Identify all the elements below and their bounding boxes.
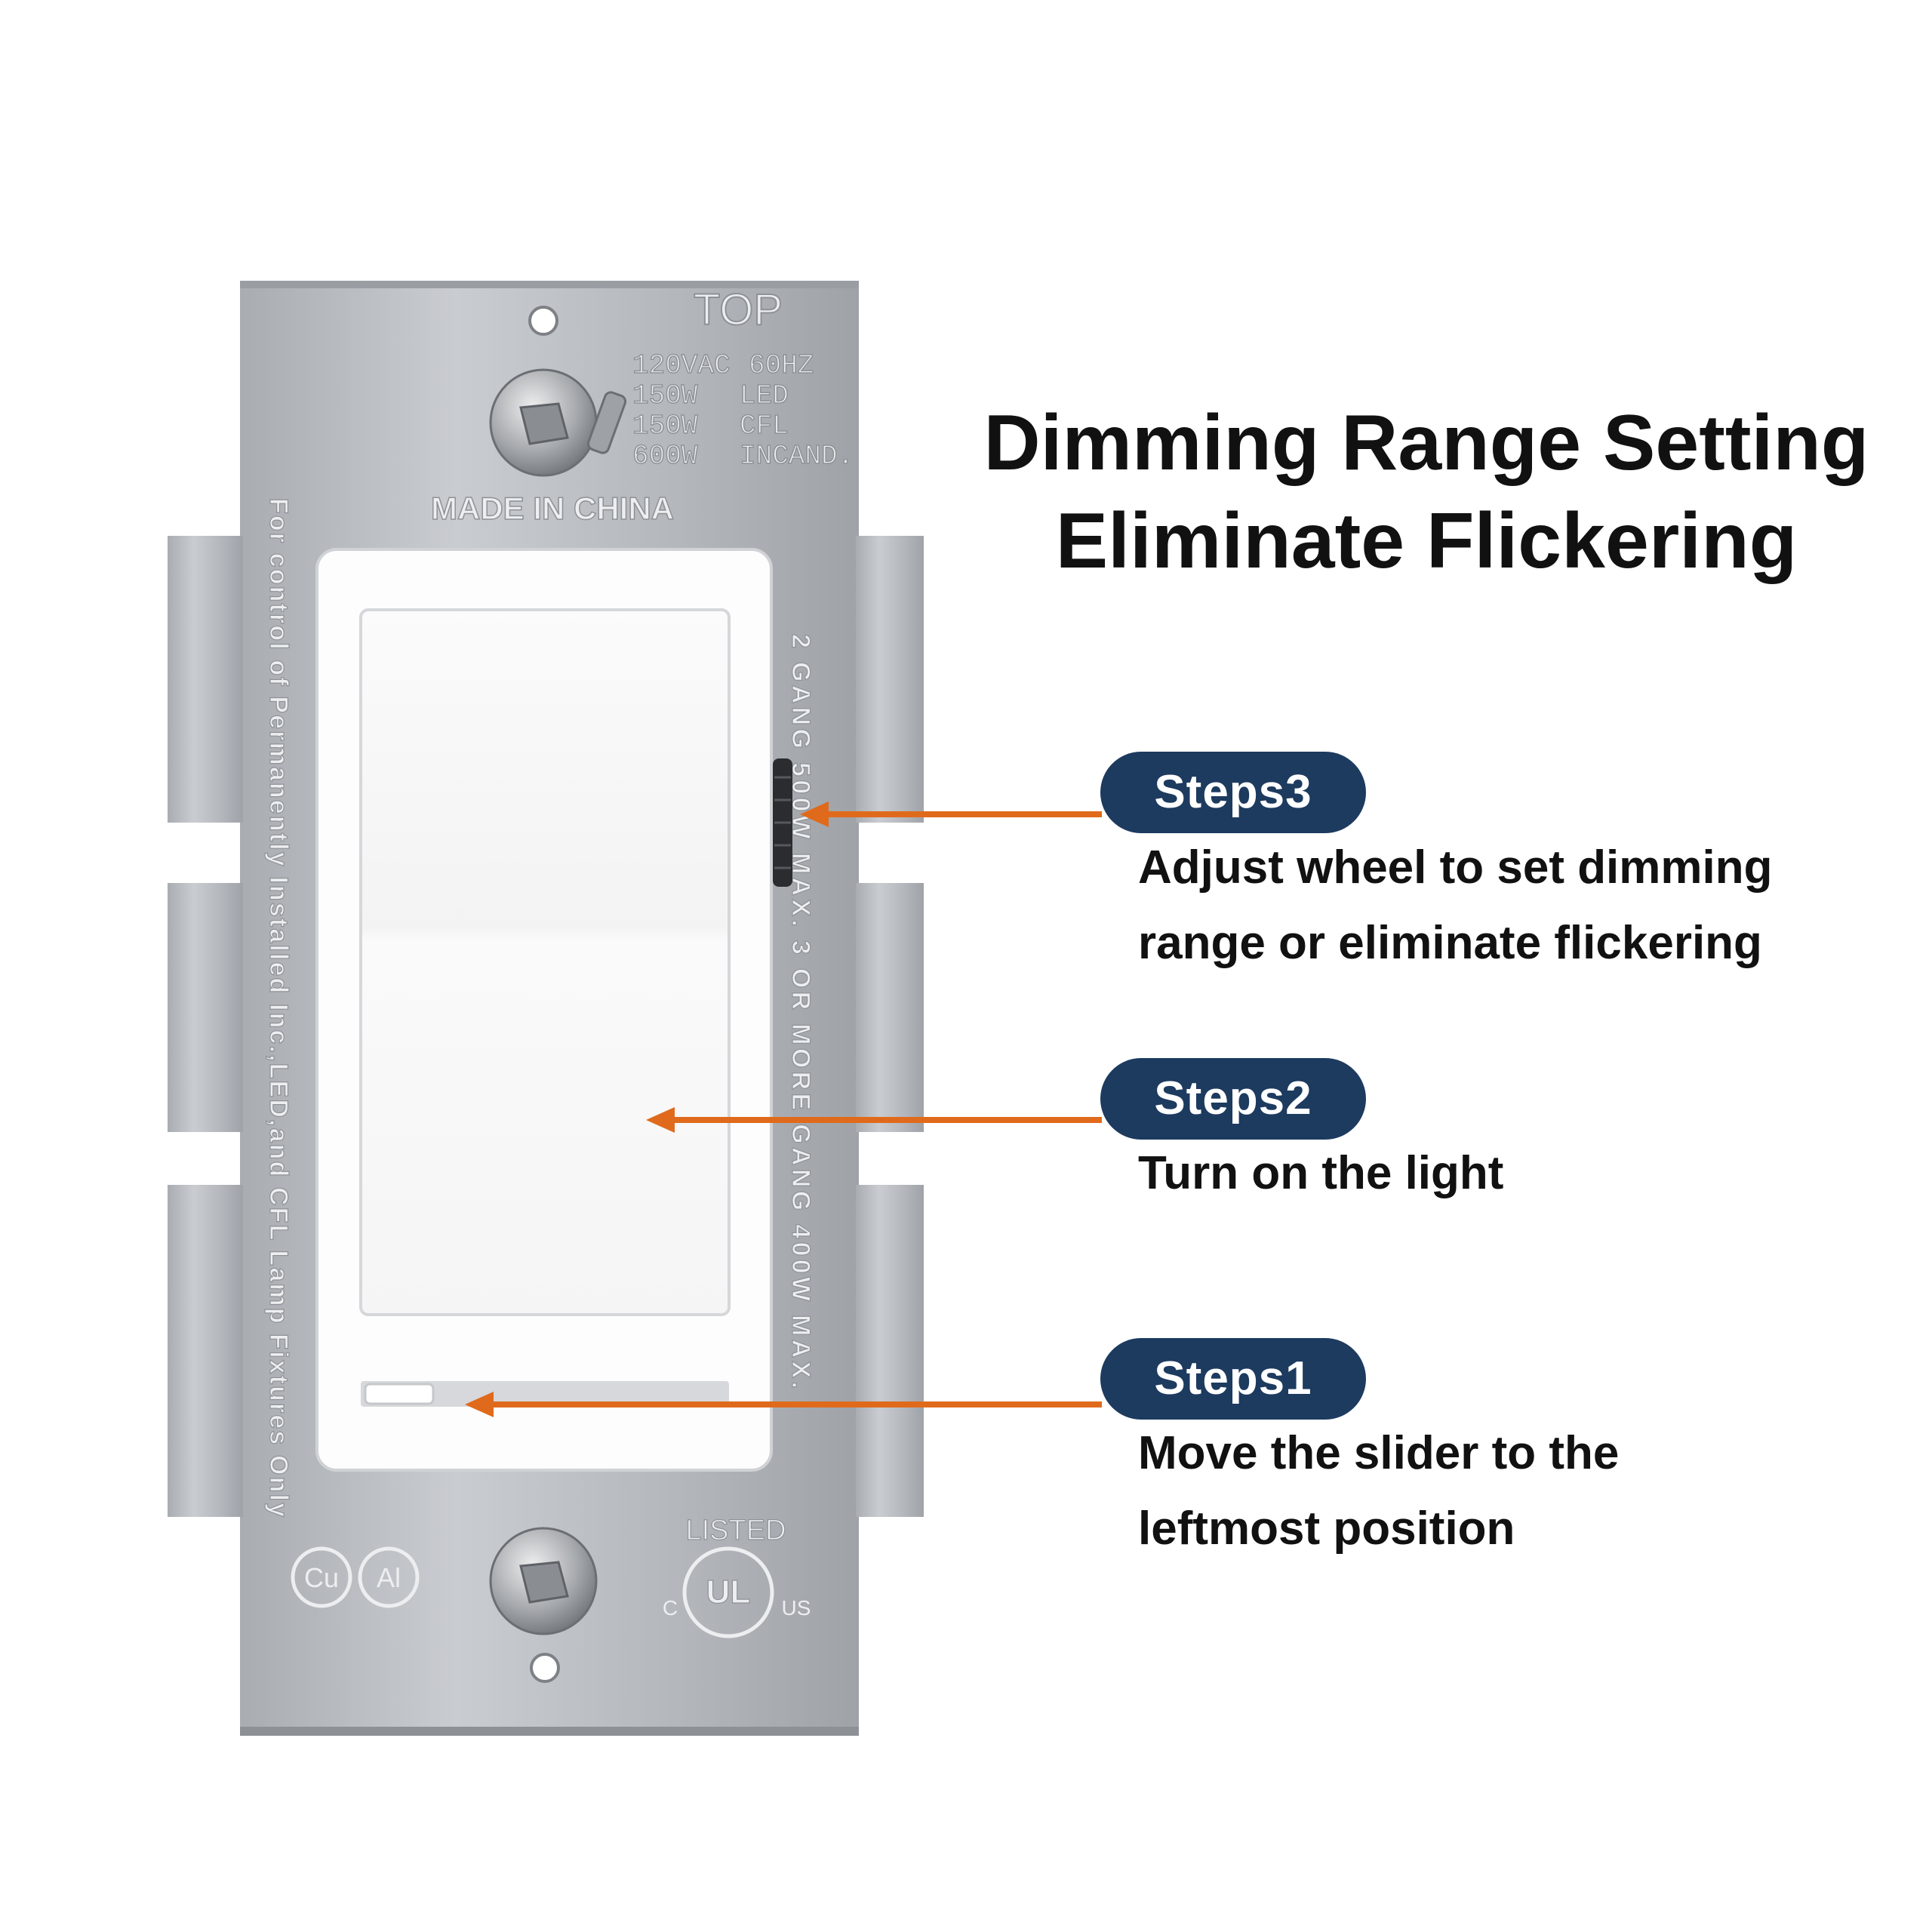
rating-led-watt: 150W — [632, 380, 698, 411]
rating-inc: INCAND. — [740, 441, 854, 472]
rating-volt: 120VAC — [632, 350, 731, 381]
arrow-step2 — [646, 1107, 1102, 1133]
top-label: TOP — [694, 285, 783, 334]
cu-mark: Cu — [291, 1546, 352, 1608]
headline-line-1: Dimming Range Setting — [983, 399, 1869, 487]
arrow-step1 — [465, 1392, 1102, 1417]
listed-label: LISTED — [685, 1515, 786, 1546]
callout-arrows — [465, 801, 1102, 1417]
rating-hz: 60HZ — [749, 350, 814, 381]
mounting-hole-bottom — [530, 1653, 560, 1683]
step3-line-1: Adjust wheel to set dimming — [1138, 841, 1773, 894]
slider-track — [361, 1381, 729, 1407]
step1-badge: Steps1 — [1100, 1338, 1366, 1420]
step1-line-2: leftmost position — [1138, 1503, 1515, 1555]
dimmer-switch — [315, 548, 792, 1472]
rating-inc-watt: 600W — [632, 441, 698, 472]
step1-line-1: Move the slider to the — [1138, 1427, 1620, 1479]
arrow-step3 — [800, 801, 1102, 827]
rating-table: 120VAC 60HZ 150W LED 150W CFL 600W INCAN… — [632, 349, 854, 472]
headline-line-2: Eliminate Flickering — [1055, 497, 1798, 585]
ul-listed-mark: LISTED UL C US — [663, 1514, 811, 1638]
rating-cfl: CFL — [740, 411, 789, 441]
paddle-switch[interactable] — [359, 608, 731, 1316]
rating-led: LED — [740, 380, 789, 411]
mounting-screw-bottom-icon — [489, 1527, 598, 1635]
step2-badge: Steps2 — [1100, 1058, 1366, 1140]
step3-line-2: range or eliminate flickering — [1138, 917, 1762, 969]
step2-description: Turn on the light — [1138, 1136, 1893, 1211]
rating-cfl-watt: 150W — [632, 411, 698, 441]
ul-us-label: US — [782, 1596, 811, 1620]
made-in-label: MADE IN CHINA — [431, 491, 674, 526]
side-text-left: For control of Permanently Installed Inc… — [264, 498, 293, 1517]
step1-description: Move the slider to the leftmost position — [1138, 1416, 1893, 1567]
step3-badge: Steps3 — [1100, 752, 1366, 833]
dimming-slider[interactable] — [364, 1383, 435, 1405]
mounting-hole-top — [528, 306, 558, 336]
cu-mark-label: Cu — [304, 1562, 339, 1593]
ul-c-label: C — [663, 1596, 678, 1620]
step3-description: Adjust wheel to set dimming range or eli… — [1138, 830, 1893, 981]
step2-line-1: Turn on the light — [1138, 1147, 1504, 1199]
ul-label: UL — [706, 1574, 751, 1611]
mounting-screw-top-icon — [489, 368, 627, 477]
al-mark-label: Al — [377, 1562, 401, 1593]
al-mark: Al — [358, 1546, 420, 1608]
